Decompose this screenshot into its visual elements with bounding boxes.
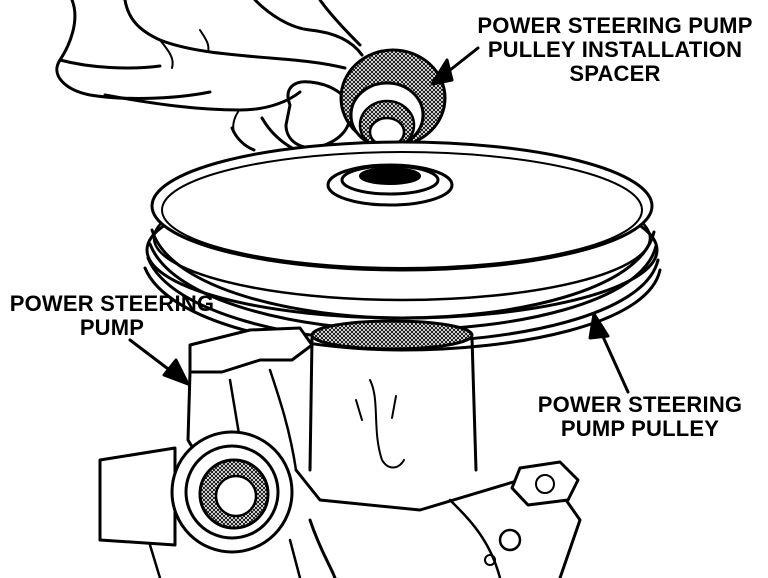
pulley-label-line-2: PUMP PULLEY [560, 416, 720, 441]
pulley-drawing [143, 140, 662, 352]
spacer-label-line-1: POWER STEERING PUMP [477, 13, 753, 38]
pulley-label: POWER STEERING PUMP PULLEY [515, 393, 765, 441]
pump-drawing [98, 319, 582, 578]
spacer-leader-line [430, 46, 480, 86]
pulley-label-line-1: POWER STEERING [537, 392, 743, 417]
spacer-label-line-2: PULLEY INSTALLATION [487, 37, 743, 62]
installation-spacer [339, 48, 447, 151]
pulley-leader-line [588, 312, 630, 394]
pump-label-line-2: PUMP [79, 315, 145, 340]
pump-label: POWER STEERING PUMP [2, 292, 222, 340]
pump-leader-line [128, 338, 190, 386]
hand-drawing [55, 0, 364, 158]
spacer-label: POWER STEERING PUMP PULLEY INSTALLATION … [470, 14, 760, 86]
spacer-label-line-3: SPACER [569, 61, 661, 86]
pump-label-line-1: POWER STEERING [9, 291, 215, 316]
